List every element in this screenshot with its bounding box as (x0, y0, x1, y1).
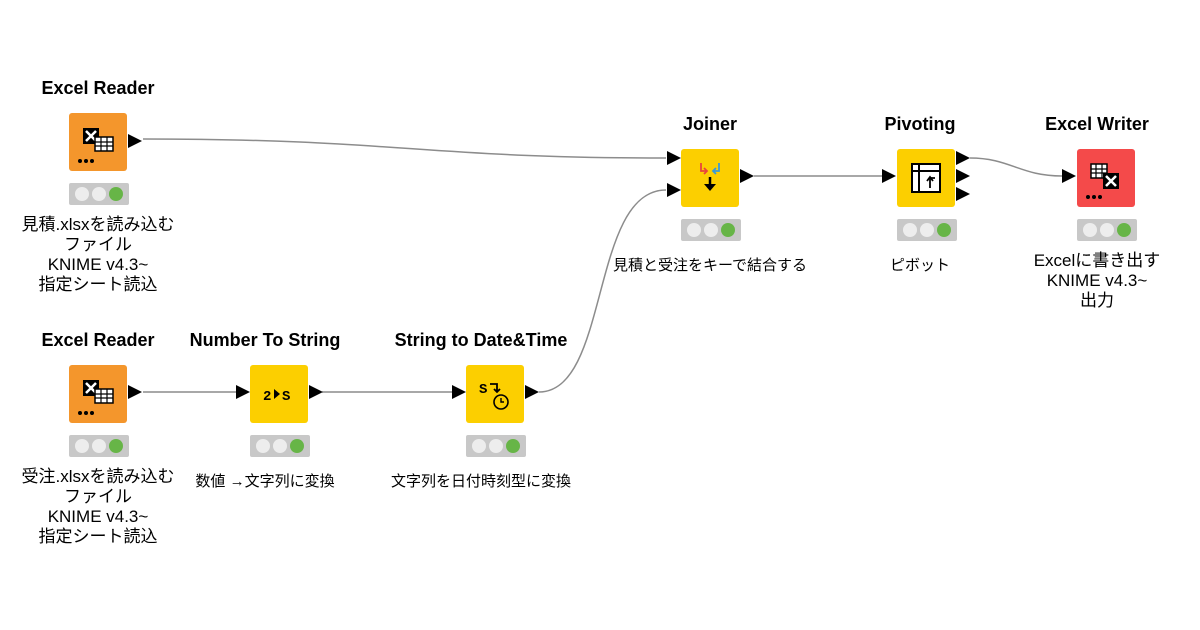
number-to-string-icon[interactable]: 2 S (250, 365, 308, 423)
node-description: 文字列を日付時刻型に変換 (361, 472, 601, 492)
input-port[interactable] (236, 385, 250, 399)
node-title: Joiner (682, 114, 738, 134)
desc-line: 文字列を日付時刻型に変換 (390, 473, 571, 490)
output-port[interactable] (525, 385, 539, 399)
wire-pivoting-writer[interactable] (969, 157, 1063, 177)
desc-line: 指定シート読込 (38, 527, 158, 546)
desc-line: KNIME v4.3~ (1046, 271, 1148, 290)
status-light-green (290, 439, 304, 453)
svg-text:2: 2 (263, 389, 271, 405)
string-to-datetime-icon[interactable]: S (466, 365, 524, 423)
wire-str2date-joiner[interactable] (538, 189, 667, 393)
node-title: String to Date&Time (394, 330, 568, 350)
status-light-red (472, 439, 486, 453)
node-description: 数値 →文字列に変換 (145, 472, 385, 492)
status-light-green (1117, 223, 1131, 237)
node-description: 見積と受注をキーで結合する (590, 256, 830, 276)
status-light-yellow (704, 223, 718, 237)
status-light-yellow (920, 223, 934, 237)
desc-line: ファイル (64, 487, 132, 506)
status-traffic-light (466, 435, 526, 457)
status-light-red (903, 223, 917, 237)
status-light-green (506, 439, 520, 453)
input-port[interactable] (882, 169, 896, 183)
svg-text:S: S (282, 389, 290, 405)
node-description: 見積.xlsxを読み込む ファイル KNIME v4.3~ 指定シート読込 (0, 215, 218, 295)
desc-line: ピボット (889, 257, 950, 274)
desc-line: 受注.xlsxを読み込む (21, 467, 175, 486)
excel-reader-icon[interactable] (69, 113, 127, 171)
status-light-green (109, 187, 123, 201)
status-traffic-light (1077, 219, 1137, 241)
joiner-icon[interactable] (681, 149, 739, 207)
status-light-red (75, 439, 89, 453)
input-port[interactable] (452, 385, 466, 399)
status-traffic-light (69, 435, 129, 457)
status-light-red (1083, 223, 1097, 237)
status-traffic-light (897, 219, 957, 241)
output-port[interactable] (740, 169, 754, 183)
output-port[interactable] (128, 134, 142, 148)
status-light-yellow (1100, 223, 1114, 237)
excel-reader-icon[interactable] (69, 365, 127, 423)
desc-line: KNIME v4.3~ (47, 255, 149, 274)
status-traffic-light (250, 435, 310, 457)
desc-line: 見積と受注をキーで結合する (612, 257, 808, 274)
status-light-yellow (273, 439, 287, 453)
status-traffic-light (69, 183, 129, 205)
node-title: Excel Reader (41, 78, 155, 98)
status-light-green (937, 223, 951, 237)
node-title: Number To String (189, 330, 341, 350)
output-port-3[interactable] (956, 187, 970, 201)
output-port[interactable] (128, 385, 142, 399)
desc-line: Excelに書き出す (1033, 251, 1161, 270)
wire-reader1-joiner[interactable] (142, 138, 667, 159)
desc-line: 出力 (1080, 291, 1114, 310)
desc-line: KNIME v4.3~ (47, 507, 149, 526)
status-light-red (256, 439, 270, 453)
status-light-yellow (92, 439, 106, 453)
status-light-yellow (489, 439, 503, 453)
status-light-red (75, 187, 89, 201)
node-title: Excel Writer (1045, 114, 1149, 134)
desc-line: 指定シート読込 (38, 275, 158, 294)
input-port[interactable] (1062, 169, 1076, 183)
excel-writer-icon[interactable] (1077, 149, 1135, 207)
input-port-right[interactable] (667, 183, 681, 197)
output-port-1[interactable] (956, 151, 970, 165)
node-description: Excelに書き出す KNIME v4.3~ 出力 (977, 251, 1200, 311)
input-port-left[interactable] (667, 151, 681, 165)
node-description: ピボット (800, 256, 1040, 276)
desc-line: 見積.xlsxを読み込む (21, 215, 175, 234)
output-port[interactable] (309, 385, 323, 399)
node-title: Pivoting (884, 114, 956, 134)
status-traffic-light (681, 219, 741, 241)
desc-line: 数値 →文字列に変換 (195, 473, 335, 490)
node-title: Excel Reader (41, 330, 155, 350)
svg-text:S: S (479, 382, 487, 398)
status-light-green (721, 223, 735, 237)
status-light-red (687, 223, 701, 237)
status-light-green (109, 439, 123, 453)
status-light-yellow (92, 187, 106, 201)
node-description: 受注.xlsxを読み込む ファイル KNIME v4.3~ 指定シート読込 (0, 467, 218, 547)
pivoting-icon[interactable] (897, 149, 955, 207)
desc-line: ファイル (64, 235, 132, 254)
output-port-2[interactable] (956, 169, 970, 183)
